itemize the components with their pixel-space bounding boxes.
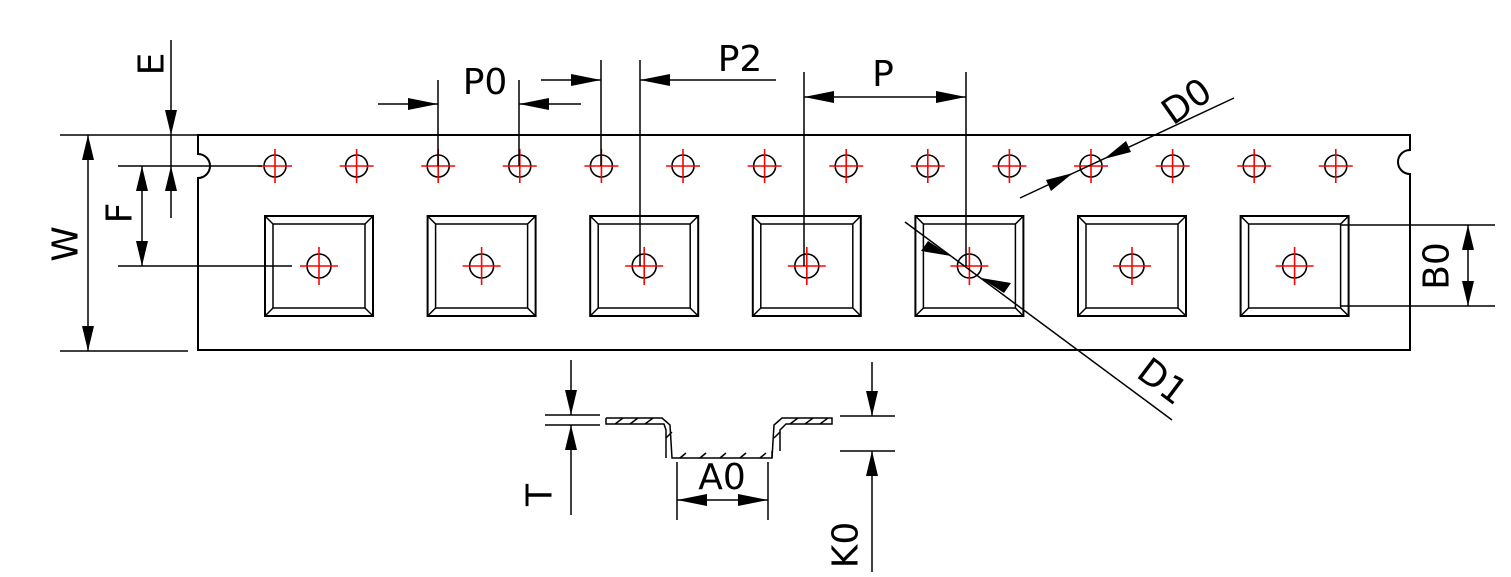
pocket [914, 215, 1025, 317]
sprocket-hole [747, 149, 782, 183]
dimension-lines [60, 40, 1495, 572]
label-b0: B0 [1417, 242, 1458, 290]
pocket [426, 215, 537, 317]
sprocket-hole [992, 149, 1027, 183]
pocket [1239, 215, 1350, 317]
label-f: F [100, 203, 141, 224]
pocket [751, 215, 862, 317]
pocket-center-hole [950, 247, 989, 285]
tape-outline [197, 134, 1411, 351]
pocket [1077, 215, 1187, 317]
label-p2: P2 [718, 39, 763, 80]
sprocket-hole [502, 149, 537, 183]
sprocket-hole [1237, 149, 1272, 183]
pocket-center-hole [787, 247, 826, 285]
label-p0: P0 [463, 62, 508, 103]
label-k0: K0 [826, 522, 867, 569]
dimension-labels: E P0 P2 P D0 W F B0 D1 T A0 K0 [46, 39, 1458, 568]
label-p: P [872, 54, 894, 95]
label-t: T [520, 483, 561, 507]
sprocket-hole [1318, 149, 1353, 183]
sprocket-hole [1155, 149, 1190, 183]
sprocket-hole [258, 149, 292, 183]
sprocket-hole [1074, 149, 1108, 183]
tape-cross-section [605, 417, 833, 459]
sprocket-hole [829, 149, 864, 183]
sprocket-hole [666, 149, 700, 183]
pockets [264, 215, 1350, 317]
pocket-center-hole [1275, 247, 1314, 285]
label-d1: D1 [1129, 350, 1194, 413]
pocket [589, 215, 700, 317]
pocket-center-hole [300, 247, 338, 285]
label-w: W [46, 226, 87, 262]
label-a0: A0 [698, 457, 746, 498]
pocket-center-hole [462, 247, 501, 285]
sprocket-hole [910, 149, 945, 183]
pocket-center-hole [1113, 247, 1151, 285]
pocket-center-hole [625, 247, 664, 285]
sprocket-holes [258, 149, 1353, 183]
sprocket-hole [339, 149, 374, 183]
label-e: E [132, 53, 173, 76]
label-d0: D0 [1155, 71, 1220, 134]
